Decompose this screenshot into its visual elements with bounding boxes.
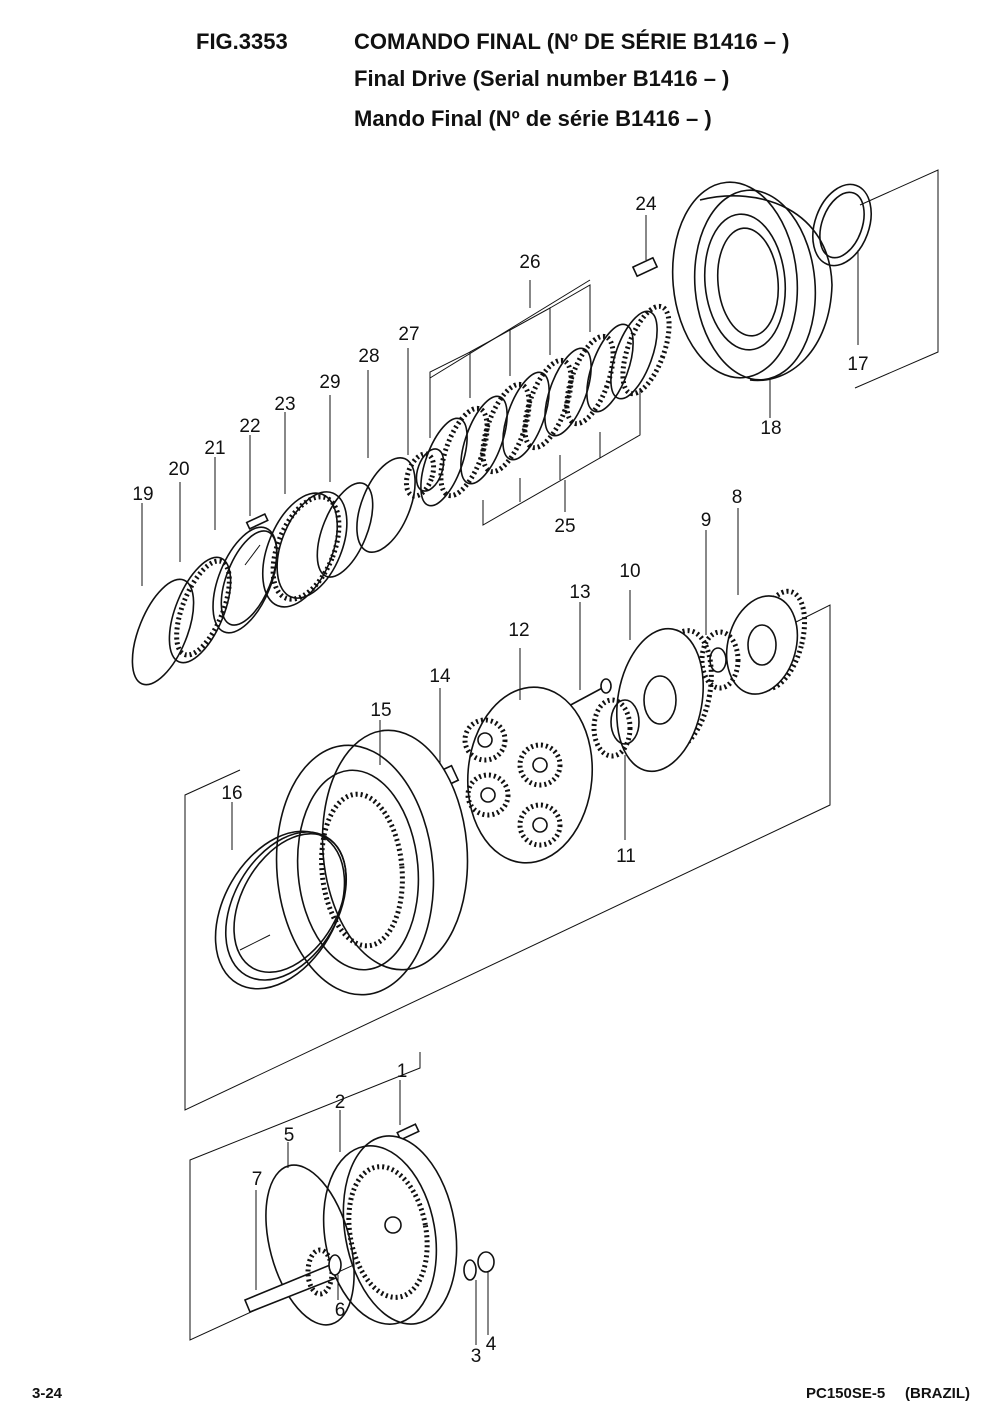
callout-15: 15 (370, 700, 391, 721)
callout-21: 21 (204, 438, 225, 459)
part-18-housing (671, 181, 833, 418)
region-label: (BRAZIL) (905, 1385, 970, 1402)
callout-3: 3 (471, 1346, 482, 1367)
page-number: 3-24 (32, 1385, 63, 1402)
parts-3-4-washers (463, 1251, 495, 1345)
callout-1: 1 (397, 1061, 408, 1082)
part-7-drive-shaft (243, 1190, 338, 1314)
part-13-pin (564, 602, 612, 709)
callout-27: 27 (398, 324, 419, 345)
part-27-shaft-gear (403, 348, 445, 499)
part-12-planet-carrier (462, 648, 594, 864)
callout-16: 16 (221, 783, 242, 804)
callout-10: 10 (619, 561, 640, 582)
callout-12: 12 (508, 620, 529, 641)
callout-6: 6 (335, 1300, 346, 1321)
upper-group-frame (429, 169, 939, 438)
part-5-o-ring (265, 1142, 355, 1326)
callout-14: 14 (429, 666, 451, 687)
middle-group-frame (184, 544, 831, 1111)
callout-4: 4 (486, 1334, 497, 1355)
callout-26: 26 (519, 252, 540, 273)
part-10-carrier-disc (615, 590, 714, 773)
parts-25-26-clutch-plates (420, 280, 672, 526)
part-8-planet-carrier (725, 508, 808, 695)
part-2-cover (322, 1110, 458, 1325)
part-16-floating-seal (214, 802, 348, 990)
callout-19: 19 (132, 484, 153, 505)
title-portuguese: COMANDO FINAL (Nº DE SÉRIE B1416 – ) (354, 29, 790, 54)
title-spanish: Mando Final (Nº de série B1416 – ) (354, 106, 712, 131)
part-9-gear (699, 530, 741, 691)
part-17-seal-ring (812, 183, 872, 345)
callout-20: 20 (168, 459, 189, 480)
callout-9: 9 (701, 510, 712, 531)
part-24-bolt (631, 215, 659, 278)
part-11-sun-gear (591, 697, 640, 840)
callout-5: 5 (284, 1125, 295, 1146)
callout-8: 8 (732, 487, 743, 508)
model-code: PC150SE-5 (806, 1385, 886, 1402)
callout-25: 25 (554, 516, 575, 537)
callout-11: 11 (616, 846, 636, 867)
parts-19-to-29-rings (131, 370, 416, 686)
part-1-bolt (396, 1080, 420, 1141)
callout-24: 24 (635, 194, 657, 215)
callout-23: 23 (274, 394, 295, 415)
callout-17: 17 (847, 354, 868, 375)
callout-13: 13 (569, 582, 590, 603)
title-english: Final Drive (Serial number B1416 – ) (354, 66, 730, 91)
callout-29: 29 (319, 372, 340, 393)
callout-28: 28 (358, 346, 379, 367)
callout-7: 7 (252, 1169, 263, 1190)
part-15-ring-gear-housing (275, 720, 469, 996)
callout-18: 18 (760, 418, 781, 439)
callout-22: 22 (239, 416, 260, 437)
figure-number: FIG.3353 (196, 29, 288, 54)
part-6-thrust-plate (328, 1254, 342, 1300)
callout-2: 2 (335, 1092, 346, 1113)
